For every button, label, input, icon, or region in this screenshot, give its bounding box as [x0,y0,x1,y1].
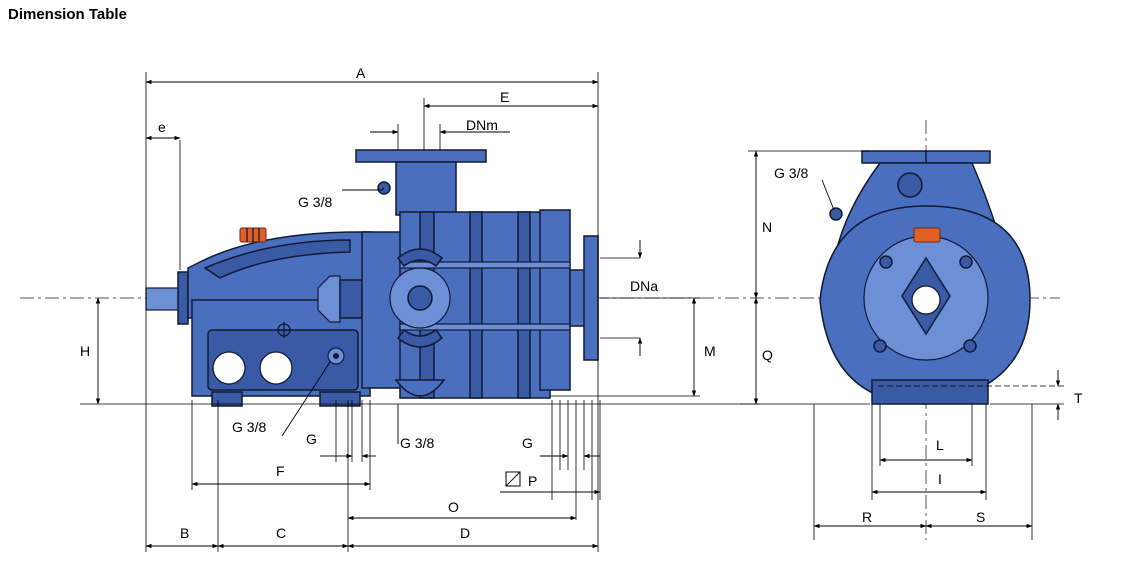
label-B: B [180,525,189,541]
dimension-lines [95,79,697,549]
page-title: Dimension Table [8,6,127,23]
label-Q: Q [762,347,773,363]
label-M: M [704,343,716,359]
label-G-left: G [306,431,317,447]
label-DNm: DNm [466,117,498,133]
shaft-bore [911,285,941,315]
pump-side-view [145,149,599,407]
label-D: D [460,525,470,541]
label-O: O [448,499,459,515]
suction-flange [355,149,487,163]
extension-lines [80,72,760,552]
shaft-end [145,287,183,311]
label-E: E [500,89,509,105]
dimension-labels: A E e DNm G 3/8 DNa H M G 3/8 G 3/8 G G … [80,65,1083,541]
label-R: R [862,509,872,525]
label-e: e [158,119,166,135]
window-hole-1 [212,351,246,385]
pump-front-view [819,150,1031,405]
label-G38-end: G 3/8 [774,165,808,181]
label-G38-mid: G 3/8 [400,435,434,451]
label-T: T [1074,390,1083,406]
label-N: N [762,219,772,235]
discharge-flange [583,235,599,361]
label-P: P [528,473,537,489]
label-G38-left: G 3/8 [232,419,266,435]
label-H: H [80,343,90,359]
front-base [871,379,989,405]
label-I: I [938,471,942,487]
front-dimensions [740,150,1064,540]
label-DNa: DNa [630,278,658,294]
label-G38-top: G 3/8 [298,194,332,210]
label-C: C [276,525,286,541]
label-A: A [356,65,366,81]
label-S: S [976,509,985,525]
label-F: F [276,463,285,479]
window-hole-2 [259,351,293,385]
label-G-right: G [522,435,533,451]
discharge-casing [539,209,571,391]
label-L: L [936,437,944,453]
